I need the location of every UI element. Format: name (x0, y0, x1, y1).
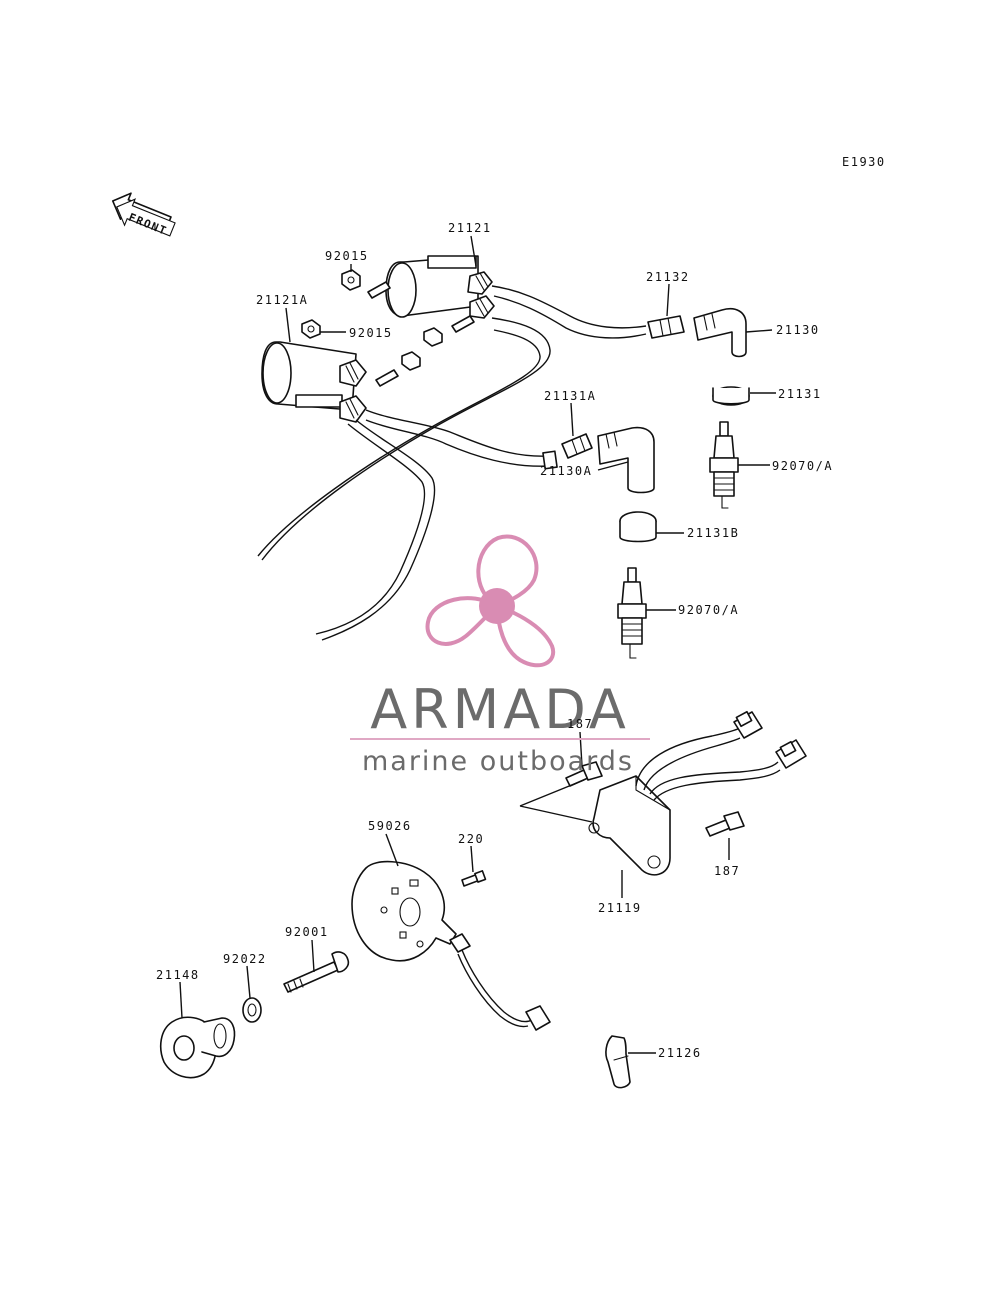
stud-upper (367, 281, 391, 299)
bolt-187-b (705, 811, 745, 837)
clamp-21126 (605, 1035, 631, 1089)
callout-21130a: 21130A (540, 464, 592, 478)
callout-59026: 59026 (368, 819, 412, 833)
callout-21131b: 21131B (687, 526, 739, 540)
nut-92015-b (301, 319, 321, 339)
washer-92022 (242, 997, 262, 1023)
callout-92001: 92001 (285, 925, 329, 939)
stud-lower (375, 369, 399, 387)
callout-21121a: 21121A (256, 293, 308, 307)
ignition-coil-upper (385, 255, 495, 319)
ignition-coil-lower (261, 341, 367, 423)
callout-220: 220 (458, 832, 484, 846)
nut-92015-c (423, 327, 443, 347)
callout-92015-b: 92015 (349, 326, 393, 340)
seal-21131b (619, 511, 657, 543)
callout-187-b: 187 (714, 864, 740, 878)
callout-187-a: 187 (567, 717, 593, 731)
bolt-92001 (283, 951, 350, 993)
pickup-coil-plate-59026 (351, 860, 551, 1031)
seal-21131 (712, 386, 750, 406)
timing-rotor-21148 (159, 1016, 236, 1079)
nut-92015-a (341, 269, 361, 291)
nut-92015-d (401, 351, 421, 371)
callout-21119: 21119 (598, 901, 642, 915)
callout-92070a-2: 92070/A (678, 603, 739, 617)
plug-cap-21130a (597, 426, 655, 494)
stud-mid (451, 315, 475, 333)
screw-220 (461, 870, 487, 887)
lead-joint-21132 (647, 315, 685, 339)
spark-plug-1 (709, 421, 739, 509)
callout-21148: 21148 (156, 968, 200, 982)
leader-lines (179, 235, 776, 1054)
spark-plug-2 (617, 567, 647, 659)
plug-cap-21130 (693, 308, 747, 358)
bolt-187-a (565, 761, 603, 787)
callout-21126: 21126 (658, 1046, 702, 1060)
callout-21132: 21132 (646, 270, 690, 284)
front-arrow-icon: FRONT (111, 192, 176, 238)
igniter-21119 (588, 710, 807, 876)
lead-joint-21131a (561, 433, 593, 459)
callout-21121: 21121 (448, 221, 492, 235)
callout-21131: 21131 (778, 387, 822, 401)
callout-92070a-1: 92070/A (772, 459, 833, 473)
watermark-tagline: marine outboards (362, 746, 634, 777)
propeller-icon (425, 534, 556, 668)
callout-21131a: 21131A (544, 389, 596, 403)
high-tension-leads (257, 285, 647, 641)
callout-21130: 21130 (776, 323, 820, 337)
callout-92015-a: 92015 (325, 249, 369, 263)
armada-watermark: ARMADA marine outboards (350, 534, 650, 777)
watermark-rule (350, 738, 650, 740)
callout-92022: 92022 (223, 952, 267, 966)
diagram-code: E1930 (842, 155, 886, 169)
watermark-brand: ARMADA (370, 678, 630, 741)
